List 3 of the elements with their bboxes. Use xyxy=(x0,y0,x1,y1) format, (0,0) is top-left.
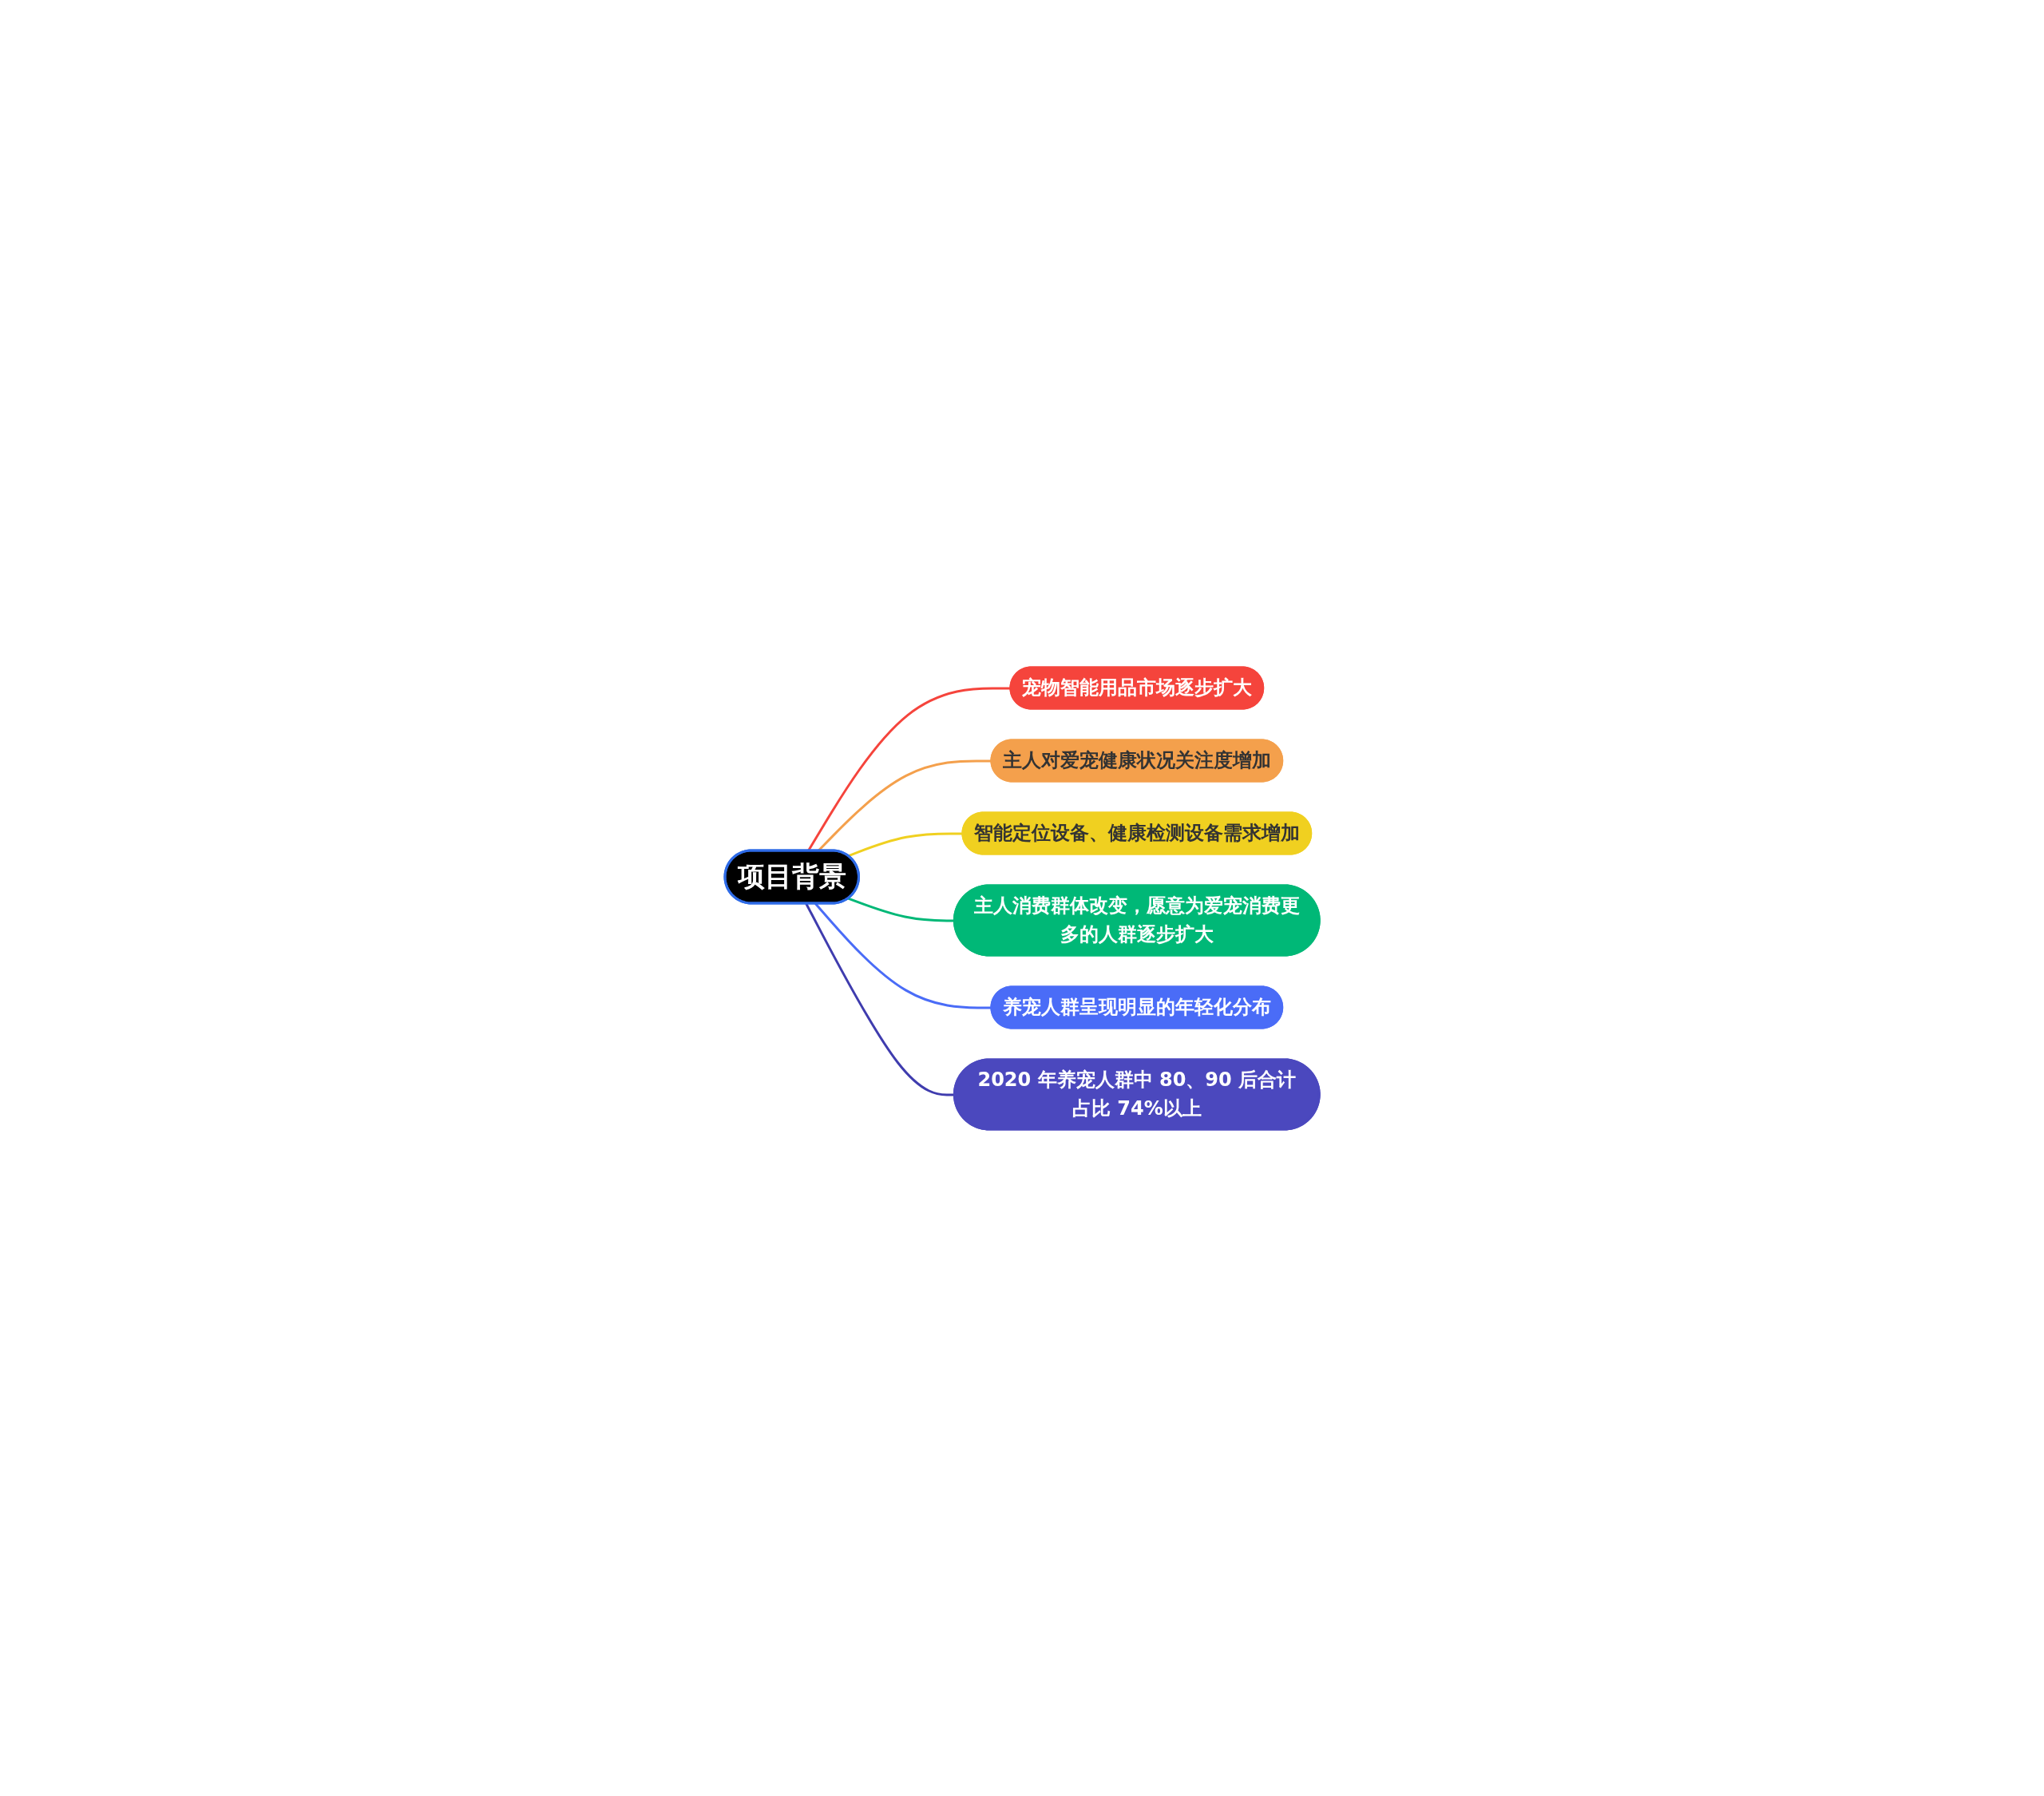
connector xyxy=(847,831,964,857)
connector xyxy=(847,897,955,922)
connector xyxy=(805,902,955,1096)
